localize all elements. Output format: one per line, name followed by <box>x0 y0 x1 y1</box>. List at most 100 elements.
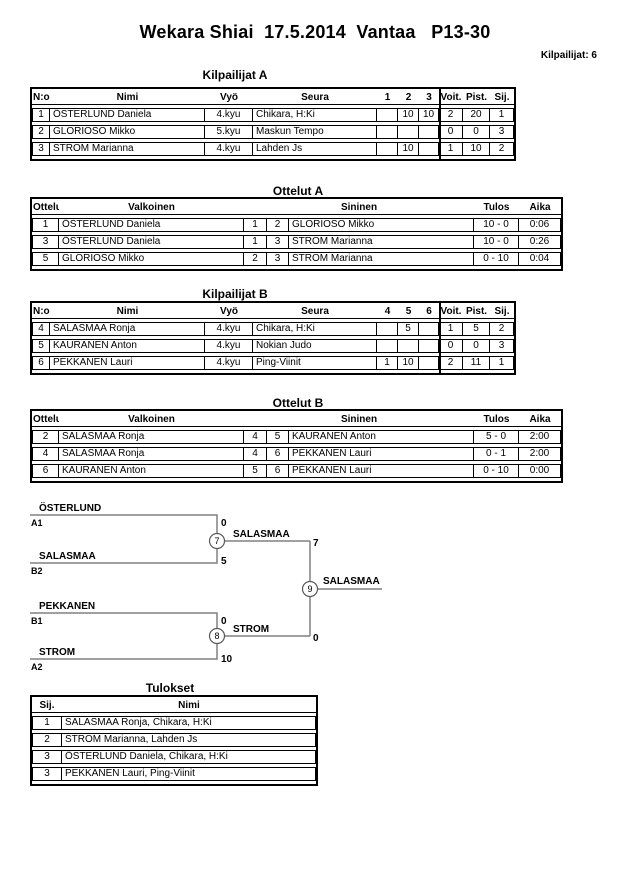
bracket-match-circle-7 <box>208 532 226 550</box>
cell-score-3 <box>419 142 439 156</box>
col-header-pist: Pist. <box>463 306 490 319</box>
header-row: N:o Nimi Vyö Seura 1 2 3 Voit. Pist. Sij… <box>32 92 514 105</box>
cell-score-6 <box>419 322 439 336</box>
bracket-semi2-bottom-seed: A2 <box>31 662 43 672</box>
header-row: N:o Nimi Vyö Seura 4 5 6 Voit. Pist. Sij… <box>32 306 514 319</box>
cell-voit: 1 <box>439 322 463 336</box>
cell-sininen: STROM Marianna <box>289 235 475 249</box>
section-heading-tulokset: Tulokset <box>145 681 195 695</box>
cell-ottelu-no: 2 <box>32 430 59 444</box>
cell-sininen: GLORIOSO Mikko <box>289 218 475 232</box>
table-kilpailijat-a: N:o Nimi Vyö Seura 1 2 3 Voit. Pist. Sij… <box>30 87 516 161</box>
cell-score-3 <box>419 125 439 139</box>
table-ottelut-b: Ottelu Valkoinen Sininen Tulos Aika 2 SA… <box>30 409 563 483</box>
cell-sij: 1 <box>490 108 514 122</box>
cell-no: 1 <box>32 108 50 122</box>
cell-sininen: KAURANEN Anton <box>289 430 475 444</box>
col-header-sij: Sij. <box>490 306 514 319</box>
col-header-aika: Aika <box>519 202 562 215</box>
table-row: 1 ÖSTERLUND Daniela 1 2 GLORIOSO Mikko 1… <box>32 218 562 232</box>
cell-tulos: 0 - 1 <box>474 447 520 461</box>
cell-sininen: PEKKANEN Lauri <box>289 447 475 461</box>
page-title: Wekara Shiai 17.5.2014 Vantaa P13-30 <box>139 22 491 42</box>
header-row: Sij. Nimi <box>32 700 316 713</box>
cell-sij: 2 <box>32 733 62 747</box>
table-row: 4 SALASMAA Ronja 4 6 PEKKANEN Lauri 0 - … <box>32 447 562 461</box>
col-header-nimi: Nimi <box>50 92 205 105</box>
cell-vyo: 4.kyu <box>205 339 253 353</box>
cell-voit: 0 <box>439 125 463 139</box>
cell-nimi: SALASMAA Ronja, Chikara, H:Ki <box>62 716 316 730</box>
col-header-aika: Aika <box>519 414 562 427</box>
table-row: 5 KAURANEN Anton 4.kyu Nokian Judo 0 0 3 <box>32 339 514 353</box>
cell-voit: 2 <box>439 108 463 122</box>
cell-score-1 <box>377 142 398 156</box>
cell-nimi: ÖSTERLUND Daniela, Chikara, H:Ki <box>62 750 316 764</box>
cell-no: 2 <box>32 125 50 139</box>
cell-nimi: STROM Marianna, Lahden Js <box>62 733 316 747</box>
cell-sininen: STROM Marianna <box>289 252 475 266</box>
cell-sininen-no: 3 <box>267 235 289 249</box>
cell-score-6 <box>419 356 439 370</box>
bracket-semi2-bottom-name: STROM <box>39 647 75 658</box>
table-row: 1 SALASMAA Ronja, Chikara, H:Ki <box>32 716 316 730</box>
cell-pist: 20 <box>463 108 490 122</box>
col-header-no: N:o <box>32 306 50 319</box>
cell-sininen-no: 6 <box>267 447 289 461</box>
col-header-vyo: Vyö <box>205 92 253 105</box>
bracket-match8-winner-score: 0 <box>313 633 319 644</box>
cell-tulos: 5 - 0 <box>474 430 520 444</box>
cell-ottelu-no: 4 <box>32 447 59 461</box>
cell-nimi: KAURANEN Anton <box>50 339 205 353</box>
cell-vyo: 4.kyu <box>205 108 253 122</box>
cell-valkoinen-no: 1 <box>244 235 267 249</box>
bracket-match-circle-9 <box>301 580 319 598</box>
cell-sij: 1 <box>32 716 62 730</box>
cell-seura: Chikara, H:Ki <box>253 322 377 336</box>
competitors-count-label: Kilpailijat: 6 <box>540 50 597 61</box>
col-header-4: 4 <box>377 306 398 319</box>
bracket-match-circle-8 <box>208 627 226 645</box>
col-header-valkoinen: Valkoinen <box>59 202 244 215</box>
table-row: 3 ÖSTERLUND Daniela 1 3 STROM Marianna 1… <box>32 235 562 249</box>
cell-valkoinen-no: 4 <box>244 430 267 444</box>
cell-pist: 5 <box>463 322 490 336</box>
col-header-sij: Sij. <box>32 700 62 713</box>
cell-no: 4 <box>32 322 50 336</box>
cell-sij: 3 <box>490 339 514 353</box>
cell-vyo: 4.kyu <box>205 356 253 370</box>
col-header-sininen: Sininen <box>244 202 475 215</box>
cell-score-4 <box>377 339 398 353</box>
section-divider-line <box>439 303 441 373</box>
cell-seura: Nokian Judo <box>253 339 377 353</box>
table-kilpailijat-b: N:o Nimi Vyö Seura 4 5 6 Voit. Pist. Sij… <box>30 301 516 375</box>
bracket-semi2-top-name: PEKKANEN <box>39 601 95 612</box>
cell-aika: 2:00 <box>519 430 562 444</box>
cell-nimi: GLORIOSO Mikko <box>50 125 205 139</box>
cell-sij: 3 <box>490 125 514 139</box>
col-header-ottelu: Ottelu <box>32 202 59 215</box>
cell-vyo: 4.kyu <box>205 322 253 336</box>
col-header-sij: Sij. <box>490 92 514 105</box>
cell-nimi: PEKKANEN Lauri <box>50 356 205 370</box>
bracket-semi1-top-seed: A1 <box>31 518 43 528</box>
table-row: 6 PEKKANEN Lauri 4.kyu Ping-Viinit 1 10 … <box>32 356 514 370</box>
cell-vyo: 5.kyu <box>205 125 253 139</box>
section-heading-kilpailijat-b: Kilpailijat B <box>202 287 268 301</box>
table-row: 3 PEKKANEN Lauri, Ping-Viinit <box>32 767 316 781</box>
cell-no: 6 <box>32 356 50 370</box>
col-header-pist: Pist. <box>463 92 490 105</box>
col-header-nimi: Nimi <box>62 700 316 713</box>
cell-vyo: 4.kyu <box>205 142 253 156</box>
col-header-valkoinen: Valkoinen <box>59 414 244 427</box>
cell-valkoinen-no: 4 <box>244 447 267 461</box>
table-row: 5 GLORIOSO Mikko 2 3 STROM Marianna 0 - … <box>32 252 562 266</box>
cell-valkoinen: SALASMAA Ronja <box>59 430 244 444</box>
cell-score-1 <box>377 108 398 122</box>
cell-voit: 1 <box>439 142 463 156</box>
table-ottelut-a: Ottelu Valkoinen Sininen Tulos Aika 1 ÖS… <box>30 197 563 271</box>
table-row: 4 SALASMAA Ronja 4.kyu Chikara, H:Ki 5 1… <box>32 322 514 336</box>
table-row: 2 STROM Marianna, Lahden Js <box>32 733 316 747</box>
bracket-semi1-bottom-score: 5 <box>221 556 227 567</box>
cell-valkoinen: GLORIOSO Mikko <box>59 252 244 266</box>
